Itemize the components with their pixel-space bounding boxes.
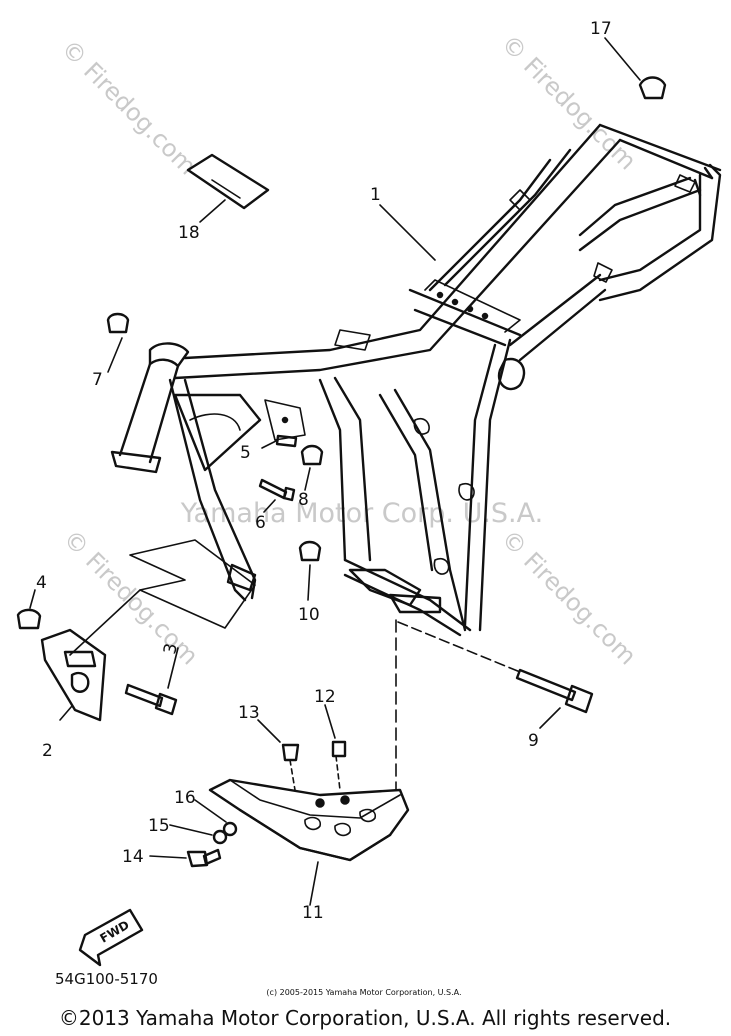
callout-5: 5 <box>240 443 251 463</box>
washer-part-16 <box>194 799 238 837</box>
main-frame <box>110 123 722 637</box>
bolt-part-9 <box>397 621 594 729</box>
callout-1: 1 <box>370 185 381 205</box>
callout-4: 4 <box>36 573 47 593</box>
skid-plate-part-11 <box>208 778 410 906</box>
callout-10: 10 <box>298 605 320 625</box>
watermark-yamaha-center: Yamaha Motor Corp. U.S.A. <box>180 498 543 529</box>
bolt-part-3 <box>124 647 179 716</box>
callout-11: 11 <box>302 903 324 923</box>
callout-9: 9 <box>528 731 539 751</box>
diagram-ref-code: 54G100-5170 <box>55 970 158 988</box>
bolt-part-12 <box>324 704 347 791</box>
callout-8: 8 <box>298 490 309 510</box>
plate-part-18 <box>186 153 270 223</box>
washer-part-15 <box>169 824 228 845</box>
bolt-part-13 <box>257 719 300 791</box>
plug-part-10 <box>298 540 322 601</box>
callout-3: 3 <box>160 642 182 656</box>
watermark-firedog-top-left: © Firedog.com <box>56 34 202 180</box>
watermark-layer: © Firedog.com © Firedog.com © Firedog.co… <box>56 29 642 670</box>
watermark-firedog-top-right: © Firedog.com <box>496 29 642 175</box>
callout-16: 16 <box>174 788 196 808</box>
callout-12: 12 <box>314 687 336 707</box>
callout-13: 13 <box>238 703 260 723</box>
callout-2: 2 <box>42 741 53 761</box>
callout-18: 18 <box>178 223 200 243</box>
fwd-label: FWD <box>98 918 132 946</box>
leader-part-1 <box>379 204 436 261</box>
callout-labels: 1 2 3 4 5 6 7 8 9 10 11 12 13 14 15 16 1… <box>36 19 612 923</box>
bolts-parts-5-6-8 <box>258 434 324 513</box>
cap-part-17 <box>604 37 667 100</box>
nut-part-4 <box>16 589 42 630</box>
watermark-firedog-mid-left: © Firedog.com <box>58 524 204 670</box>
engine-bracket-part-2 <box>40 539 256 722</box>
plug-part-7 <box>106 312 130 373</box>
callout-14: 14 <box>122 847 144 867</box>
footer-copyright: ©2013 Yamaha Motor Corporation, U.S.A. A… <box>59 1006 671 1030</box>
callout-7: 7 <box>92 370 103 390</box>
bolt-part-14 <box>149 848 222 868</box>
callout-17: 17 <box>590 19 612 39</box>
watermark-firedog-mid-right: © Firedog.com <box>496 524 642 670</box>
callout-6: 6 <box>255 513 266 533</box>
small-copyright: (c) 2005-2015 Yamaha Motor Corporation, … <box>266 988 461 997</box>
callout-15: 15 <box>148 816 170 836</box>
forward-arrow-icon: FWD <box>78 908 144 967</box>
